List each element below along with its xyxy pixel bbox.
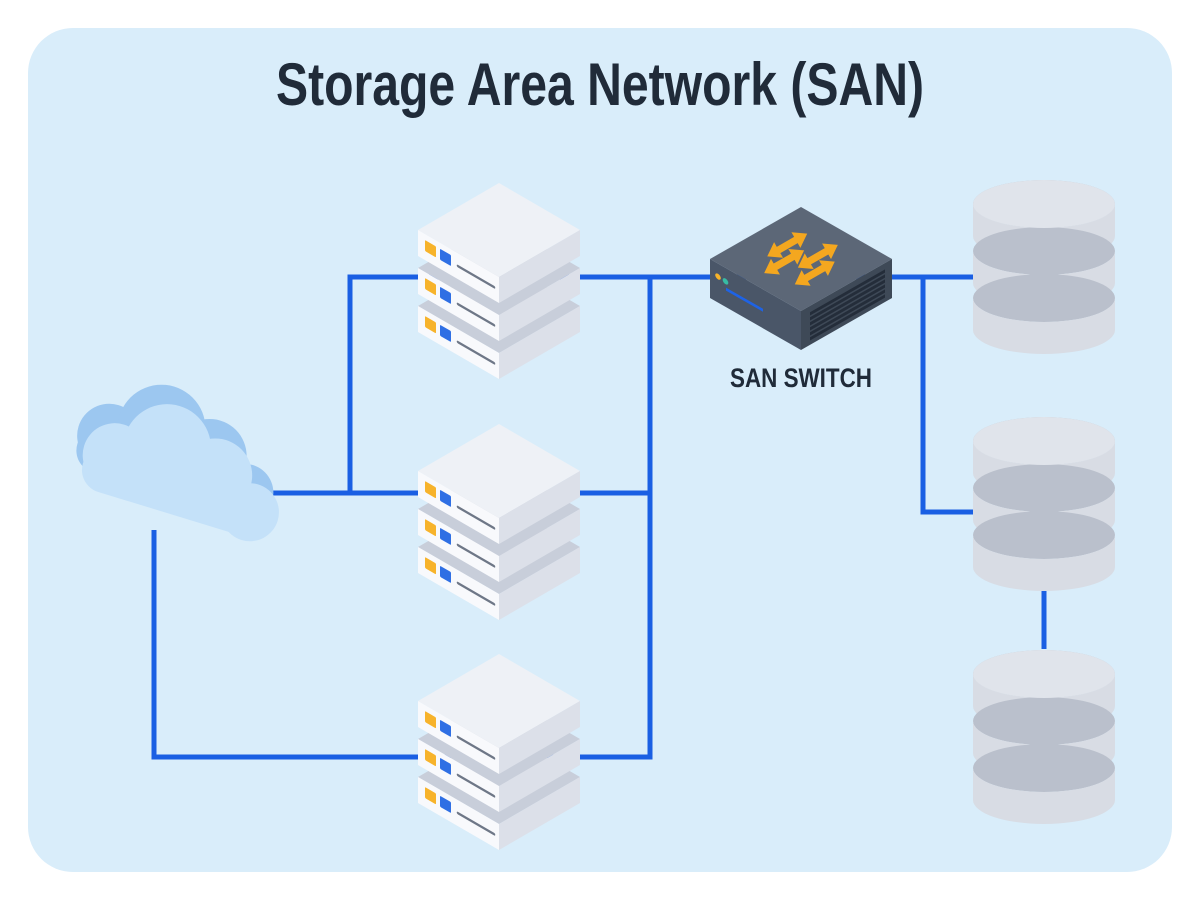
edge-cloud-server3-trunk	[151, 277, 653, 760]
storage-disk-1	[973, 180, 1115, 354]
san-switch-label: SAN SWITCH	[730, 363, 872, 393]
status-lights-icon	[715, 273, 763, 312]
edge-switch-disk2	[920, 277, 975, 515]
storage-disk-2	[973, 417, 1115, 591]
storage-disk-3	[973, 650, 1115, 824]
vent-slats-icon	[810, 269, 885, 341]
page-title: Storage Area Network (SAN)	[276, 51, 924, 118]
san-switch-icon	[710, 207, 892, 350]
diagram-panel	[28, 28, 1172, 872]
